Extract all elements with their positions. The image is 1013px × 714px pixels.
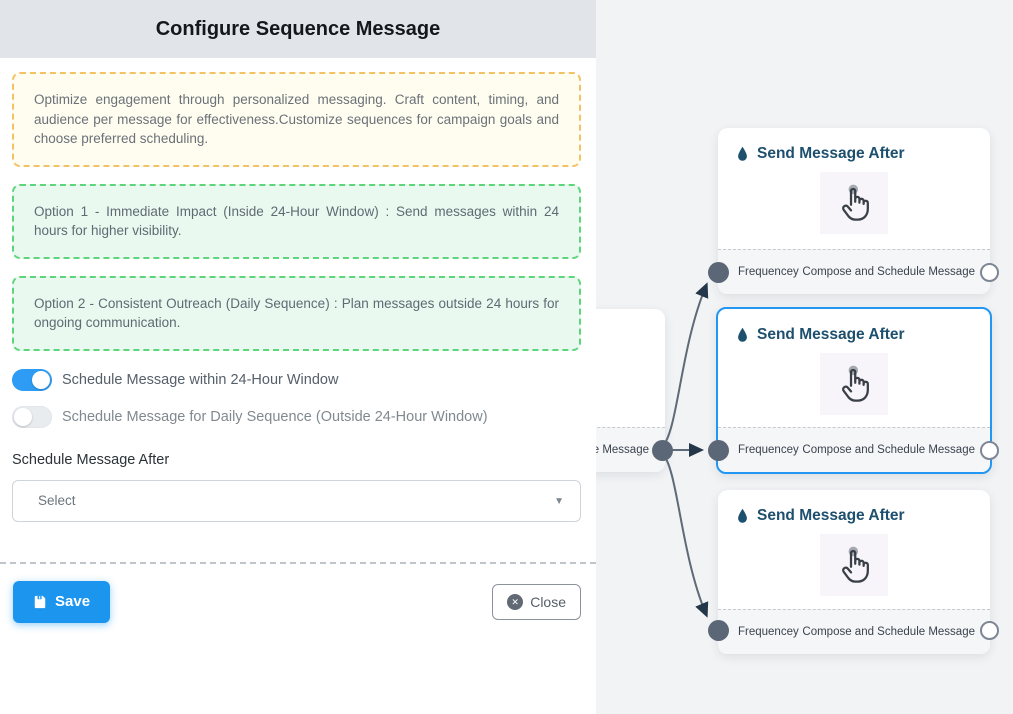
handle-label-frequency: Frequencey [738, 626, 799, 638]
save-button-label: Save [55, 593, 91, 610]
handle-label-frequency: Frequencey [738, 444, 799, 456]
panel-header: Configure Sequence Message [0, 0, 596, 58]
flow-node-send-message-after-2[interactable]: Send Message After Frequencey Compose an… [716, 307, 992, 474]
toggle-knob [32, 370, 50, 389]
option1-note: Option 1 - Immediate Impact (Inside 24-H… [12, 183, 581, 259]
save-button[interactable]: Save [13, 580, 111, 623]
water-drop-icon [738, 327, 747, 342]
save-floppy-icon [34, 595, 46, 608]
close-button[interactable]: ✕ Close [492, 583, 581, 620]
panel-title: Configure Sequence Message [155, 17, 441, 40]
water-drop-icon [738, 146, 747, 161]
flow-node-send-message-after-1[interactable]: Send Message After Frequencey Compose an… [718, 128, 990, 294]
handle-label-compose: Compose and Schedule Message [802, 266, 975, 278]
toggle-within-24h-label: Schedule Message within 24-Hour Window [62, 371, 339, 388]
close-button-label: Close [530, 593, 566, 610]
schedule-message-after-label: Schedule Message After [12, 451, 170, 468]
output-handle-node-2[interactable] [980, 441, 999, 460]
close-x-icon: ✕ [507, 593, 524, 610]
toggle-daily-sequence[interactable] [12, 405, 52, 428]
node-title: Send Message After [757, 326, 905, 343]
schedule-after-select[interactable]: Select ▼ [12, 479, 581, 522]
water-drop-icon [738, 508, 747, 523]
chevron-down-icon: ▼ [554, 495, 564, 507]
toggle-within-24h-window[interactable] [12, 368, 52, 391]
toggle-knob [14, 407, 32, 426]
select-value: Select [38, 493, 76, 508]
output-handle-node-1[interactable] [980, 263, 999, 282]
hand-pointer-icon[interactable] [820, 353, 888, 415]
target-handle-node-3[interactable] [708, 620, 729, 641]
footer-divider [0, 561, 596, 564]
source-node-label: ce Message [586, 444, 649, 456]
flow-node-send-message-after-3[interactable]: Send Message After Frequencey Compose an… [718, 490, 990, 654]
output-handle-node-3[interactable] [980, 621, 999, 640]
info-note: Optimize engagement through personalized… [12, 72, 581, 167]
handle-label-compose: Compose and Schedule Message [802, 444, 975, 456]
node-title: Send Message After [757, 145, 905, 162]
hand-pointer-icon[interactable] [820, 534, 888, 596]
hand-pointer-icon[interactable] [820, 172, 888, 234]
target-handle-node-1[interactable] [708, 262, 729, 283]
toggle-daily-sequence-label: Schedule Message for Daily Sequence (Out… [62, 408, 488, 425]
configure-sequence-message-panel: Configure Sequence Message Optimize enga… [0, 0, 596, 623]
target-handle-node-2[interactable] [708, 440, 729, 461]
handle-label-compose: Compose and Schedule Message [802, 626, 975, 638]
option2-note: Option 2 - Consistent Outreach (Daily Se… [12, 275, 581, 351]
node-title: Send Message After [757, 507, 905, 524]
handle-label-frequency: Frequencey [738, 266, 799, 278]
source-handle[interactable] [652, 440, 673, 461]
